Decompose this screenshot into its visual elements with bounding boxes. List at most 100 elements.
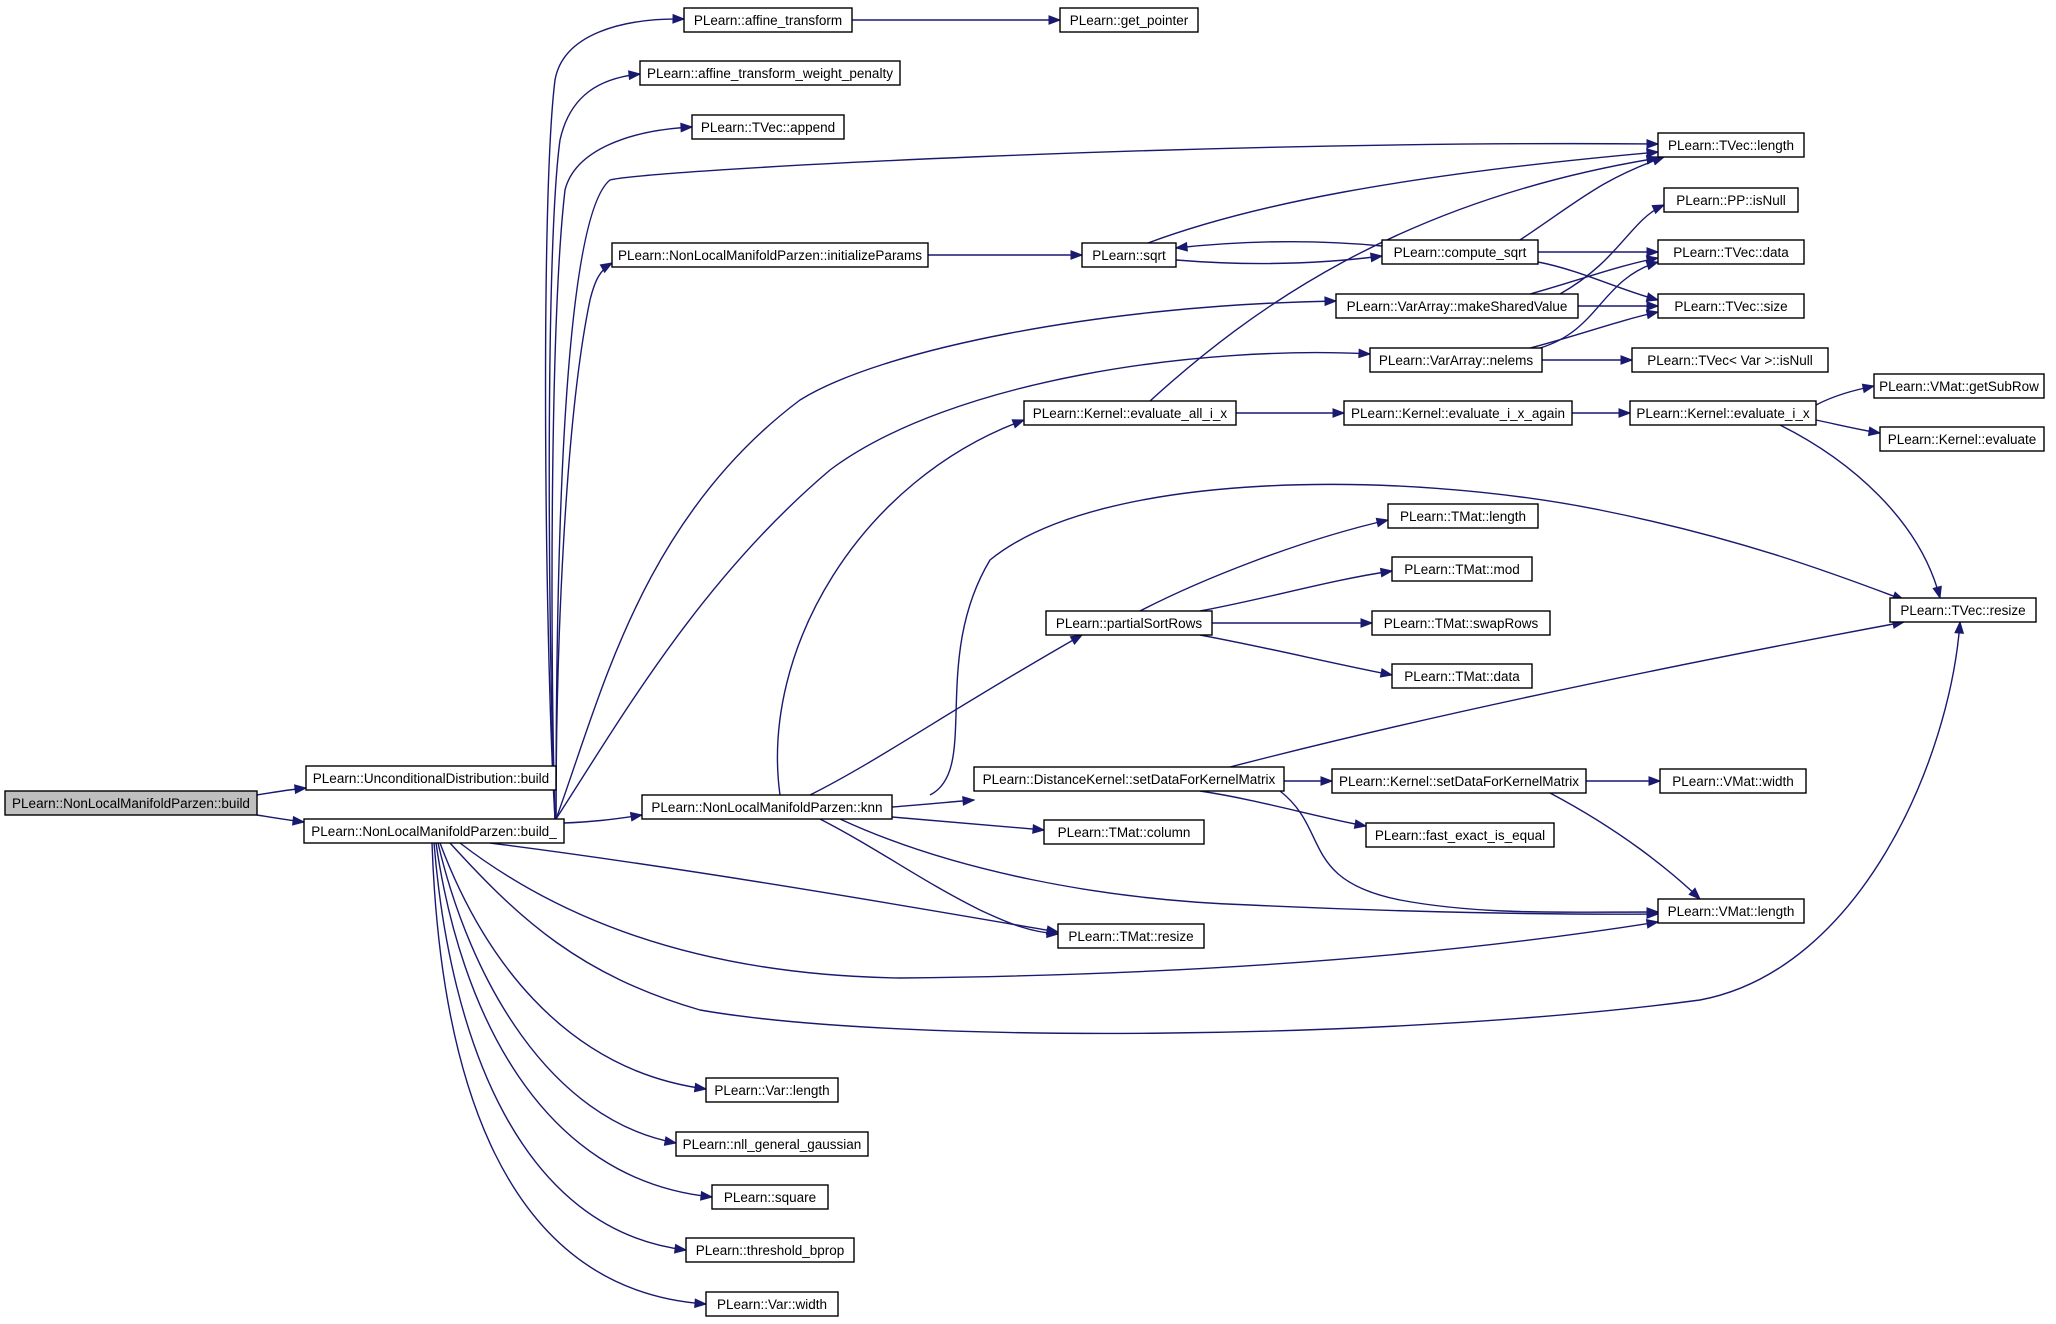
edge-arrowhead xyxy=(1688,887,1702,900)
edge-build--to-vmat-length xyxy=(459,842,1660,979)
edge-arrowhead xyxy=(1646,301,1660,311)
node-kernel-eval[interactable]: PLearn::Kernel::evaluate xyxy=(1879,426,2045,452)
node-build-[interactable]: PLearn::NonLocalManifoldParzen::build_ xyxy=(303,818,565,844)
node-box xyxy=(685,1237,855,1263)
node-label: PLearn::sqrt xyxy=(1092,248,1166,263)
node-vmat-getsubrow[interactable]: PLearn::VMat::getSubRow xyxy=(1873,373,2045,399)
node-box xyxy=(1343,400,1573,426)
node-label: PLearn::Var::length xyxy=(714,1083,829,1098)
edge-arrowhead xyxy=(1358,348,1372,359)
edge-compute-sqrt-to-tvec-length xyxy=(1519,156,1666,241)
node-knn[interactable]: PLearn::NonLocalManifoldParzen::knn xyxy=(641,794,893,820)
edge-line xyxy=(489,842,1059,933)
node-tvec-data[interactable]: PLearn::TVec::data xyxy=(1657,239,1805,265)
node-partial-sort[interactable]: PLearn::partialSortRows xyxy=(1045,610,1213,636)
node-label: PLearn::partialSortRows xyxy=(1056,616,1203,631)
edge-sqrt-to-compute-sqrt xyxy=(1175,252,1384,265)
edge-build--to-tvec-resize xyxy=(449,620,1965,1035)
node-root[interactable]: PLearn::NonLocalManifoldParzen::build xyxy=(4,790,258,816)
edge-make-shared-to-pp-isnull xyxy=(1559,204,1666,295)
node-tmat-length[interactable]: PLearn::TMat::length xyxy=(1387,503,1539,529)
node-box xyxy=(1391,663,1533,689)
node-label: PLearn::TVec::length xyxy=(1668,138,1794,153)
edge-arrowhead xyxy=(672,13,686,24)
node-tvec-size[interactable]: PLearn::TVec::size xyxy=(1657,293,1805,319)
edge-arrowhead xyxy=(693,1082,708,1093)
node-affine-wp[interactable]: PLearn::affine_transform_weight_penalty xyxy=(639,60,901,86)
node-make-shared[interactable]: PLearn::VarArray::makeSharedValue xyxy=(1335,293,1579,319)
node-label: PLearn::threshold_bprop xyxy=(696,1243,845,1258)
node-box xyxy=(705,1291,839,1317)
node-label: PLearn::VMat::width xyxy=(1672,774,1794,789)
node-ucd-build[interactable]: PLearn::UnconditionalDistribution::build xyxy=(305,765,557,791)
node-var-length[interactable]: PLearn::Var::length xyxy=(705,1077,839,1103)
edge-line xyxy=(555,351,1371,820)
edge-compute-sqrt-to-sqrt xyxy=(1174,241,1383,252)
edge-build--to-affine-transform xyxy=(544,13,686,820)
edge-eval-all-to-eval-again xyxy=(1236,408,1346,418)
edge-eval-again-to-eval-ix xyxy=(1572,408,1632,418)
node-eval-all[interactable]: PLearn::Kernel::evaluate_all_i_x xyxy=(1023,400,1237,426)
node-box xyxy=(1873,373,2045,399)
edge-line xyxy=(1529,257,1659,295)
node-tmat-resize[interactable]: PLearn::TMat::resize xyxy=(1057,923,1205,949)
edge-sqrt-to-tvec-length xyxy=(1147,148,1660,244)
node-box xyxy=(1631,347,1829,373)
edge-build--to-nelems xyxy=(555,348,1372,820)
node-tmat-column[interactable]: PLearn::TMat::column xyxy=(1043,819,1205,845)
edge-line xyxy=(1139,519,1389,612)
edge-line xyxy=(819,818,1059,935)
node-get-pointer[interactable]: PLearn::get_pointer xyxy=(1059,7,1199,33)
node-box xyxy=(611,242,929,268)
edge-arrowhead xyxy=(694,1298,708,1309)
node-eval-ix[interactable]: PLearn::Kernel::evaluate_i_x xyxy=(1629,400,1817,426)
node-pp-isnull[interactable]: PLearn::PP::isNull xyxy=(1663,187,1799,213)
node-tvec-resize[interactable]: PLearn::TVec::resize xyxy=(1889,597,2037,623)
node-tvec-var-isnull[interactable]: PLearn::TVec< Var >::isNull xyxy=(1631,347,1829,373)
node-box xyxy=(1663,187,1799,213)
edge-arrowhead xyxy=(1070,250,1084,260)
node-dk-setdata[interactable]: PLearn::DistanceKernel::setDataForKernel… xyxy=(973,766,1285,792)
node-nelems[interactable]: PLearn::VarArray::nelems xyxy=(1369,347,1543,373)
nodes-layer: PLearn::NonLocalManifoldParzen::buildPLe… xyxy=(4,7,2045,1317)
edge-arrowhead xyxy=(1379,567,1394,578)
edge-partial-sort-to-tmat-data xyxy=(1199,634,1394,678)
node-var-width[interactable]: PLearn::Var::width xyxy=(705,1291,839,1317)
edge-line xyxy=(1199,634,1393,676)
node-tmat-swap[interactable]: PLearn::TMat::swapRows xyxy=(1371,610,1551,636)
edge-line xyxy=(1175,241,1383,249)
node-box xyxy=(303,818,565,844)
node-vmat-width[interactable]: PLearn::VMat::width xyxy=(1659,768,1807,794)
node-tmat-data[interactable]: PLearn::TMat::data xyxy=(1391,663,1533,689)
node-square[interactable]: PLearn::square xyxy=(711,1184,829,1210)
node-eval-again[interactable]: PLearn::Kernel::evaluate_i_x_again xyxy=(1343,400,1573,426)
node-tmat-mod[interactable]: PLearn::TMat::mod xyxy=(1391,556,1533,582)
node-vmat-length[interactable]: PLearn::VMat::length xyxy=(1657,898,1805,924)
node-tvec-length[interactable]: PLearn::TVec::length xyxy=(1657,132,1805,158)
edge-line xyxy=(1175,255,1383,265)
node-k-setdata[interactable]: PLearn::Kernel::setDataForKernelMatrix xyxy=(1331,768,1587,794)
edge-arrowhead xyxy=(1646,909,1660,920)
node-nll[interactable]: PLearn::nll_general_gaussian xyxy=(675,1131,869,1157)
node-box xyxy=(1057,923,1205,949)
edge-arrowhead xyxy=(1620,355,1634,365)
node-label: PLearn::Kernel::evaluate_i_x xyxy=(1636,406,1810,421)
node-threshold[interactable]: PLearn::threshold_bprop xyxy=(685,1237,855,1263)
edge-arrowhead xyxy=(1932,585,1942,600)
node-label: PLearn::Kernel::evaluate_all_i_x xyxy=(1033,406,1228,421)
edge-arrowhead xyxy=(1645,292,1660,302)
node-compute-sqrt[interactable]: PLearn::compute_sqrt xyxy=(1381,239,1539,265)
node-init-params[interactable]: PLearn::NonLocalManifoldParzen::initiali… xyxy=(611,242,929,268)
node-affine-transform[interactable]: PLearn::affine_transform xyxy=(683,7,853,33)
node-label: PLearn::TVec::data xyxy=(1673,245,1789,260)
edge-arrowhead xyxy=(1618,408,1632,418)
edge-line xyxy=(435,842,713,1198)
edge-arrowhead xyxy=(1048,15,1062,25)
edge-partial-sort-to-tmat-swap xyxy=(1212,618,1374,628)
edge-arrowhead xyxy=(628,70,642,81)
node-fast-exact[interactable]: PLearn::fast_exact_is_equal xyxy=(1365,822,1555,848)
node-tvec-append[interactable]: PLearn::TVec::append xyxy=(691,114,845,140)
edge-line xyxy=(548,73,641,820)
node-sqrt[interactable]: PLearn::sqrt xyxy=(1081,242,1177,268)
node-label: PLearn::UnconditionalDistribution::build xyxy=(313,771,549,786)
